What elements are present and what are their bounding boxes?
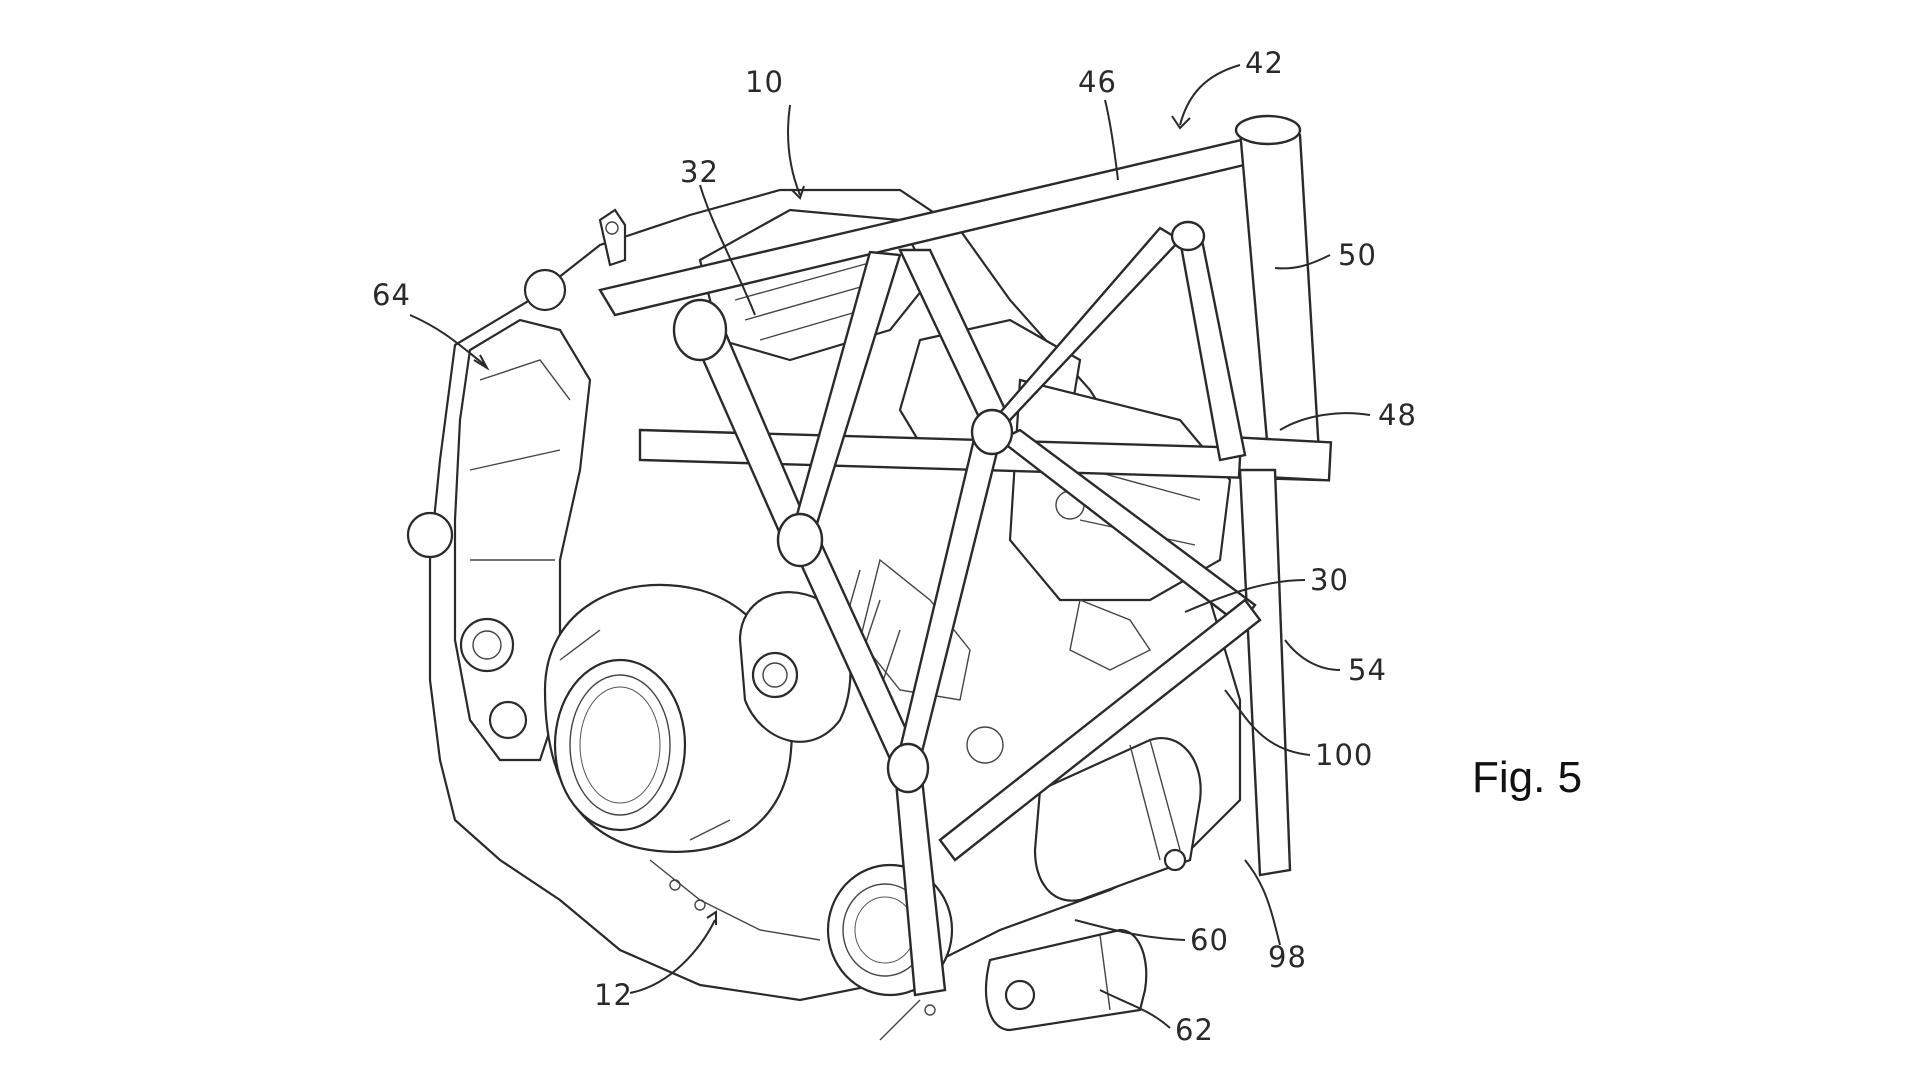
ref-label-32: 32: [680, 155, 719, 189]
ref-label-42: 42: [1245, 46, 1284, 80]
ref-label-54: 54: [1348, 653, 1387, 687]
ref-label-62: 62: [1175, 1013, 1214, 1047]
ref-label-64: 64: [372, 278, 411, 312]
ref-label-48: 48: [1378, 398, 1417, 432]
ref-label-60: 60: [1190, 923, 1229, 957]
ref-label-30: 30: [1310, 563, 1349, 597]
ref-label-100: 100: [1315, 738, 1373, 772]
ref-label-98: 98: [1268, 940, 1307, 974]
figure-caption: Fig. 5: [1472, 753, 1582, 802]
ref-label-50: 50: [1338, 238, 1377, 272]
ref-label-12: 12: [594, 978, 633, 1012]
ref-label-10: 10: [745, 65, 784, 99]
ref-label-46: 46: [1078, 65, 1117, 99]
